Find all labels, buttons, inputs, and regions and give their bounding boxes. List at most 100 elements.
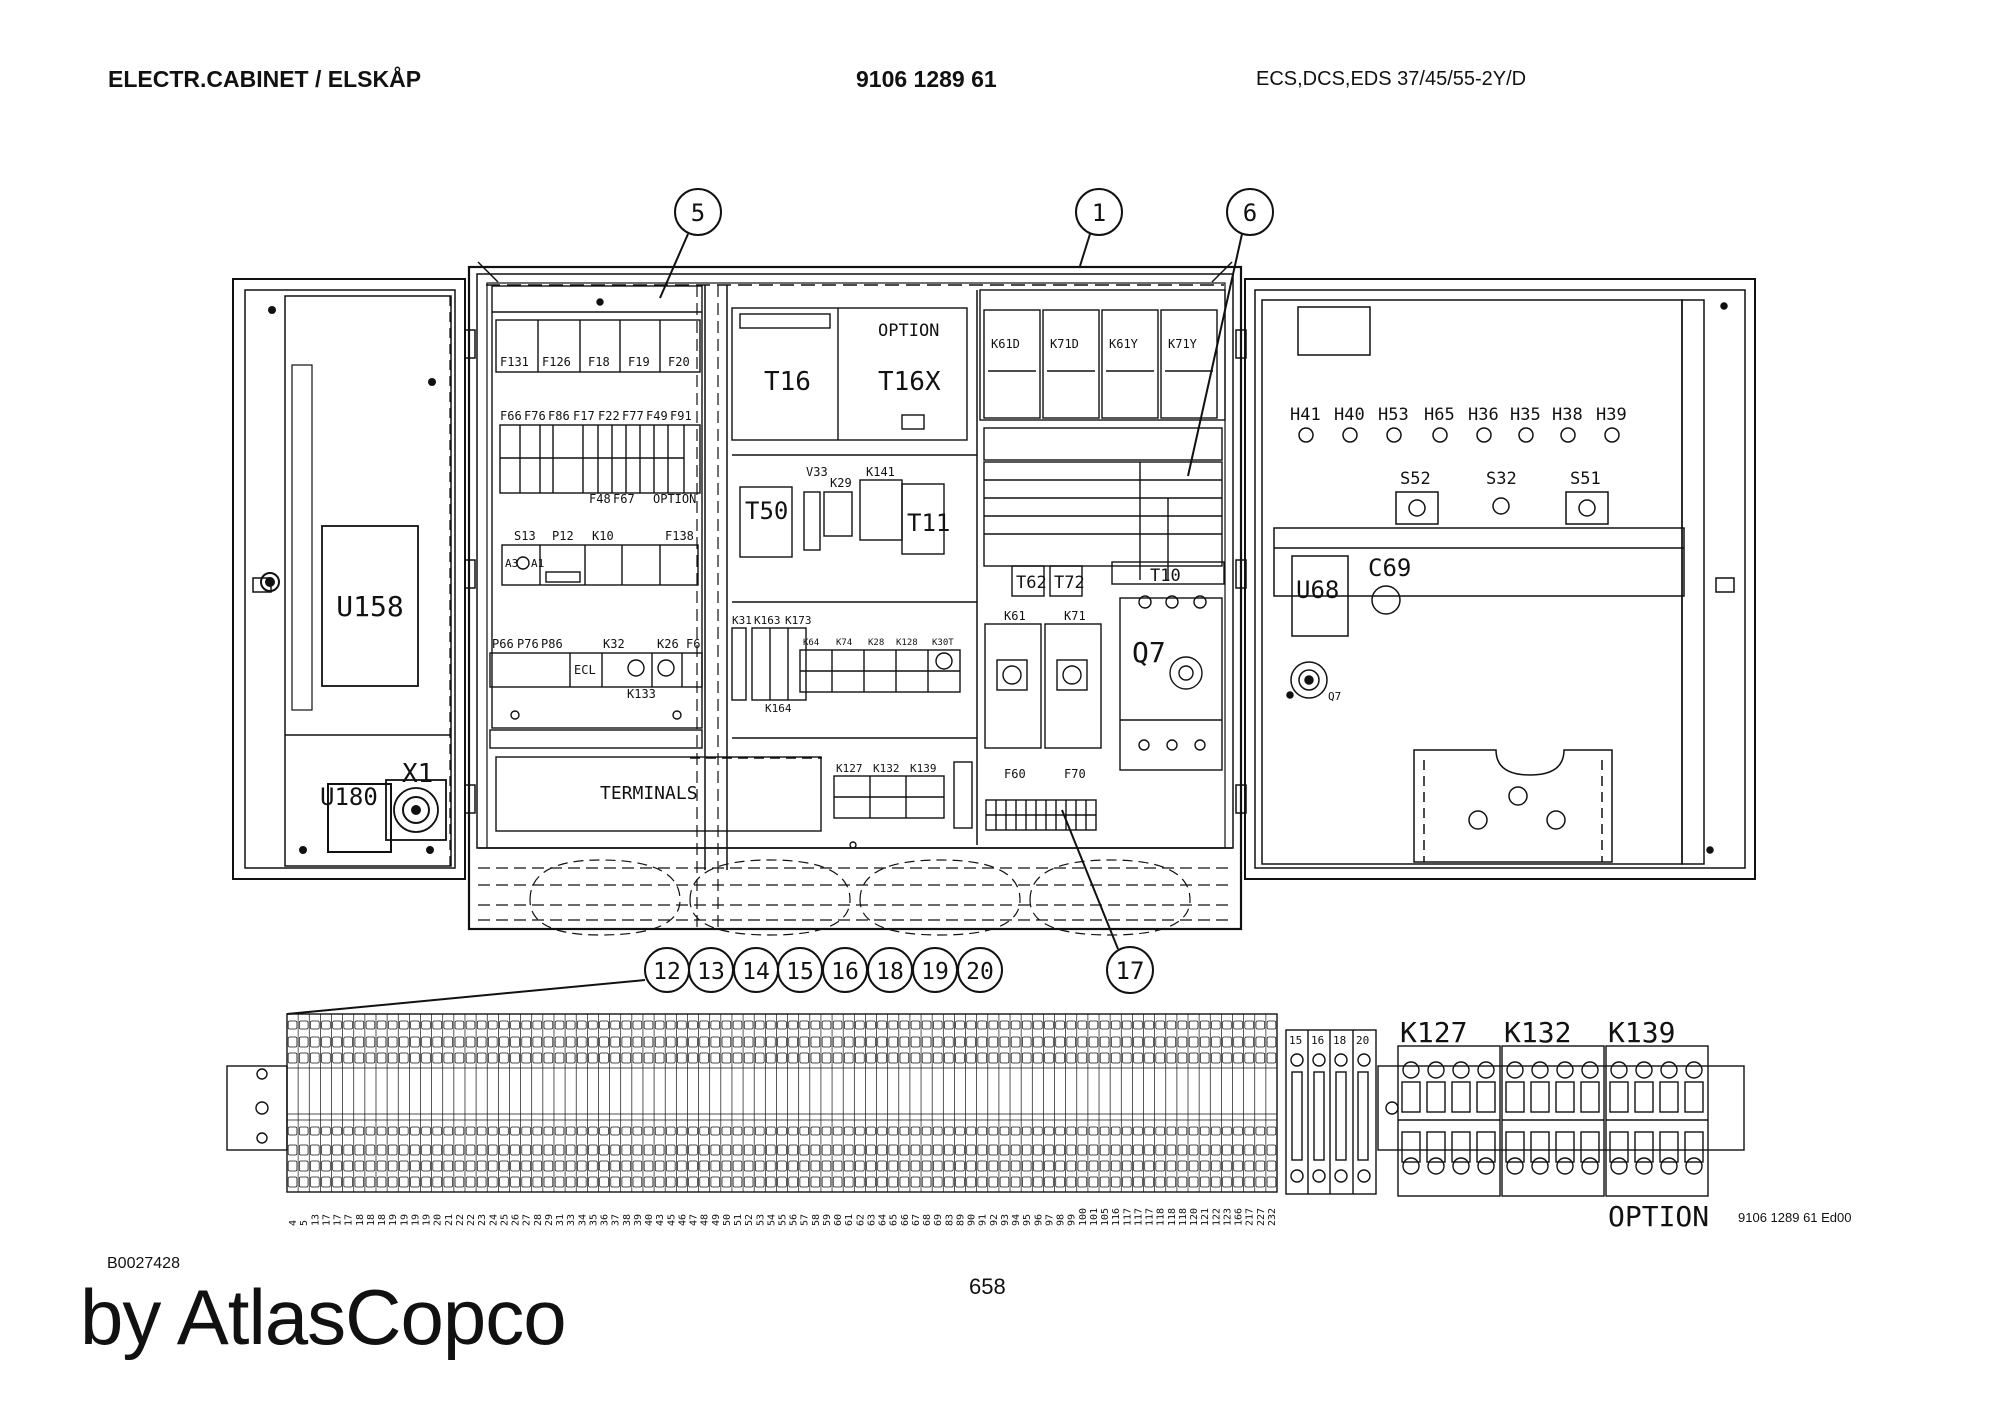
terminal-screw <box>1188 1160 1199 1172</box>
terminal-screw <box>565 1160 576 1172</box>
terminal-screw <box>543 1036 554 1048</box>
brand-logo-text: by AtlasCopco <box>80 1273 567 1361</box>
terminal-screw <box>777 1176 787 1188</box>
terminal-screw <box>799 1036 809 1048</box>
terminal-screw <box>1044 1020 1054 1030</box>
part-number: 9106 1289 61 <box>856 66 997 92</box>
terminal-screw <box>1188 1176 1199 1188</box>
terminal-screw <box>343 1176 353 1188</box>
terminal-screw <box>766 1126 776 1136</box>
terminal-screw <box>399 1144 409 1156</box>
relay-screw <box>1531 1061 1549 1079</box>
terminal-screw <box>866 1036 876 1048</box>
terminal-screw <box>421 1020 431 1030</box>
terminal-screw <box>354 1126 365 1136</box>
terminal-screw <box>1266 1020 1277 1030</box>
terminal-number: 51 <box>733 1214 744 1226</box>
terminal-screw <box>588 1126 598 1136</box>
label-p86: P86 <box>541 637 563 651</box>
terminal-number: 28 <box>533 1214 544 1226</box>
terminal-screw <box>866 1126 876 1136</box>
terminal-screw <box>354 1160 365 1172</box>
terminal-screw <box>1266 1160 1277 1172</box>
terminal-number: 46 <box>677 1214 688 1226</box>
x1-label: X1 <box>402 759 433 789</box>
terminal-screw <box>877 1020 887 1030</box>
terminal-screw <box>1055 1126 1065 1136</box>
terminal-screw <box>1233 1036 1243 1048</box>
terminal-screw <box>298 1144 309 1156</box>
terminal-number: 40 <box>644 1214 655 1226</box>
t50-label: T50 <box>745 497 788 525</box>
terminal-screw <box>1077 1160 1088 1172</box>
terminal-screw <box>944 1160 954 1172</box>
terminal-screw <box>454 1036 465 1048</box>
terminal-number: 61 <box>844 1214 855 1226</box>
breaker-f131: F131 <box>500 355 529 369</box>
lamp-h41: H41 <box>1290 405 1321 425</box>
terminal-screw <box>1255 1052 1266 1064</box>
terminal-screw <box>1055 1052 1065 1064</box>
terminal-screw <box>643 1160 654 1172</box>
terminal-number: 33 <box>566 1214 577 1226</box>
terminal-screw <box>1099 1020 1110 1030</box>
terminal-screw <box>710 1126 720 1136</box>
terminal-screw <box>1044 1144 1054 1156</box>
terminal-number: 17 <box>321 1214 332 1226</box>
terminal-screw <box>387 1052 398 1064</box>
page-number: 658 <box>969 1274 1006 1299</box>
terminal-screw <box>521 1144 531 1156</box>
terminal-screw <box>465 1144 476 1156</box>
relay-contact <box>1634 1081 1654 1113</box>
terminal-screw <box>1188 1144 1199 1156</box>
terminal-screw <box>699 1126 709 1136</box>
terminal-screw <box>955 1036 965 1048</box>
terminal-screw <box>565 1126 576 1136</box>
terminal-screw <box>1199 1176 1210 1188</box>
terminal-screw <box>777 1144 787 1156</box>
terminal-screw <box>988 1176 999 1188</box>
terminal-screw <box>999 1052 1010 1064</box>
terminal-screw <box>510 1126 520 1136</box>
terminal-screw <box>1010 1020 1021 1030</box>
terminal-screw <box>988 1052 999 1064</box>
terminal-screw <box>1122 1126 1132 1136</box>
terminal-screw <box>443 1036 454 1048</box>
terminal-screw <box>488 1160 498 1172</box>
relay-screw <box>1581 1061 1599 1079</box>
terminal-screw <box>1177 1176 1188 1188</box>
terminal-screw <box>888 1036 898 1048</box>
terminal-number: 92 <box>989 1214 1000 1226</box>
terminal-number: 118 <box>1156 1208 1167 1226</box>
terminal-screw <box>788 1020 798 1030</box>
terminal-screw <box>777 1020 787 1030</box>
terminal-screw <box>1155 1126 1165 1136</box>
callout-15-label: 15 <box>786 959 814 985</box>
t72-label: T72 <box>1054 573 1085 593</box>
terminal-screw <box>387 1126 398 1136</box>
strip-relay-k127: K127 <box>1400 1016 1467 1049</box>
terminal-screw <box>1199 1036 1210 1048</box>
relay-contact <box>1609 1131 1629 1163</box>
terminal-screw <box>966 1126 976 1136</box>
terminal-number: 117 <box>1145 1208 1156 1226</box>
terminal-screw <box>399 1126 409 1136</box>
relay-screw <box>1477 1157 1495 1175</box>
terminal-number: 39 <box>633 1214 644 1226</box>
terminal-number: 53 <box>755 1214 766 1226</box>
terminal-screw <box>410 1020 420 1030</box>
terminal-screw <box>1222 1052 1232 1064</box>
terminal-screw <box>844 1176 854 1188</box>
relay-contact <box>1401 1081 1421 1113</box>
terminal-screw <box>565 1020 576 1030</box>
terminal-screw <box>1211 1144 1221 1156</box>
terminal-screw <box>1066 1126 1076 1136</box>
terminal-screw <box>488 1036 498 1048</box>
relay-contact <box>1580 1081 1600 1113</box>
terminal-screw <box>298 1126 309 1136</box>
terminal-screw <box>955 1052 965 1064</box>
terminal-screw <box>421 1036 431 1048</box>
terminal-screw <box>766 1036 776 1048</box>
terminal-screw <box>643 1144 654 1156</box>
terminal-screw <box>1144 1126 1154 1136</box>
